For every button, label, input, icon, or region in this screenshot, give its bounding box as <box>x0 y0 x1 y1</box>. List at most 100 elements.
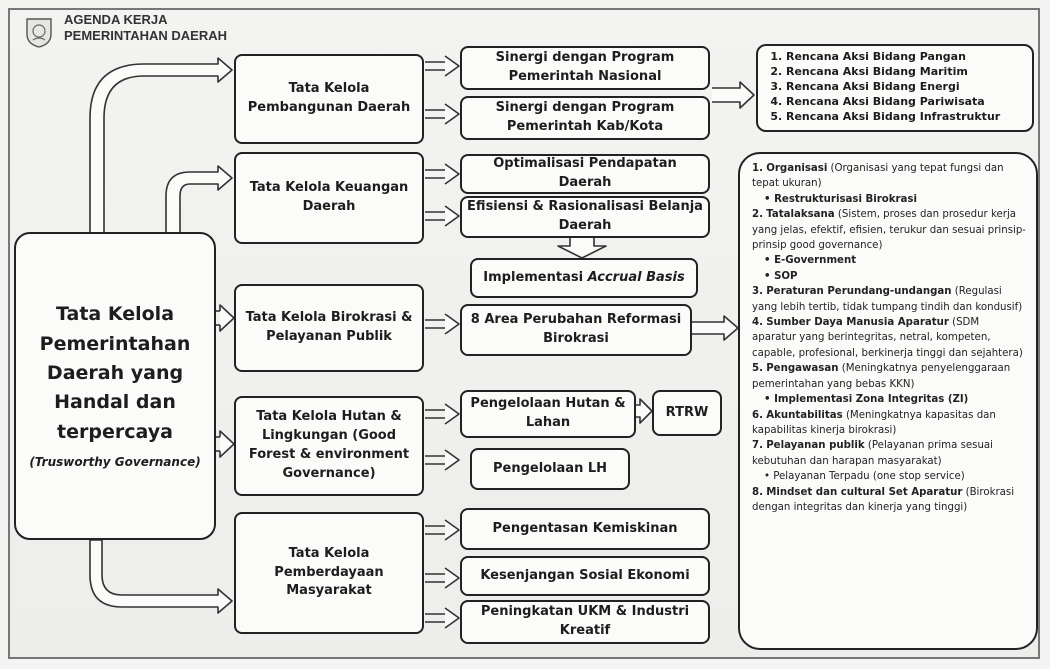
area-number: 4. <box>752 317 763 329</box>
area-title: Tatalaksana <box>766 209 835 221</box>
efisiensi-box: Efisiensi & Rasionalisasi Belanja Daerah <box>460 196 710 238</box>
arrow-down-accrual <box>557 238 607 259</box>
sinergi-kab-label: Sinergi dengan Program Pemerintah Kab/Ko… <box>495 100 675 134</box>
tata-kelola-hutan-box: Tata Kelola Hutan & Lingkungan (Good For… <box>234 396 424 496</box>
lh-box: Pengelolaan LH <box>470 448 630 490</box>
center-goal-box: Tata Kelola Pemerintahan Daerah yang Han… <box>14 232 216 540</box>
area-sub-item: • E-Government <box>764 253 1026 268</box>
reformasi-areas-list: 1. Organisasi (Organisasi yang tepat fun… <box>738 152 1038 650</box>
lh-label: Pengelolaan LH <box>492 460 608 476</box>
kemiskinan-label: Pengentasan Kemiskinan <box>492 520 678 536</box>
reformasi-box: 8 Area Perubahan Reformasi Birokrasi <box>460 304 692 356</box>
area-title: Akuntabilitas <box>766 409 843 421</box>
area-description: (Pelayanan prima sesuai kebutuhan dan ha… <box>752 440 993 467</box>
optimalisasi-label: Optimalisasi Pendapatan Daerah <box>493 156 677 190</box>
reformasi-area-item: 1. Organisasi (Organisasi yang tepat fun… <box>752 161 1026 192</box>
chevron-1a <box>444 55 460 77</box>
arrow-to-areas <box>692 315 739 341</box>
chevron-1b <box>444 103 460 125</box>
rencana-item: Rencana Aksi Bidang Infrastruktur <box>786 109 1022 124</box>
reformasi-area-item: 4. Sumber Daya Manusia Aparatur (SDM apa… <box>752 315 1026 361</box>
area-number: 1. <box>752 163 763 174</box>
rencana-item: Rencana Aksi Bidang Maritim <box>786 64 1022 79</box>
reformasi-area-item: 5. Pengawasan (Meningkatnya penyelenggar… <box>752 361 1026 392</box>
reformasi-area-item: 3. Peraturan Perundang-undangan (Regulas… <box>752 284 1026 315</box>
area-description: (Organisasi yang tepat fungsi dan tepat … <box>752 163 1004 190</box>
chevron-4a <box>444 403 460 425</box>
area-sub-item: • Pelayanan Terpadu (one stop service) <box>764 469 1026 484</box>
area-sub-item: • Restrukturisasi Birokrasi <box>764 192 1026 207</box>
area-description: (Sistem, proses dan prosedur kerja yang … <box>752 209 1026 252</box>
area-description: (Regulasi yang lebih tertib, tidak tumpa… <box>752 286 1023 313</box>
optimalisasi-box: Optimalisasi Pendapatan Daerah <box>460 154 710 194</box>
tata-kelola-keuangan-box: Tata Kelola Keuangan Daerah <box>234 152 424 244</box>
area-number: 7. <box>752 440 763 452</box>
area-sub-item: • SOP <box>764 269 1026 284</box>
curve-arrow-keuangan <box>165 165 233 234</box>
area-title: Sumber Daya Manusia Aparatur <box>766 317 949 329</box>
bullet-icon: • <box>764 394 775 406</box>
rencana-item: Rencana Aksi Bidang Energi <box>786 79 1022 94</box>
accrual-prefix: Implementasi <box>483 269 588 285</box>
chevron-3 <box>444 313 460 335</box>
reformasi-area-item: 7. Pelayanan publik (Pelayanan prima ses… <box>752 438 1026 469</box>
hutan-lahan-label: Pengelolaan Hutan & Lahan <box>470 396 626 430</box>
area-title: Pengawasan <box>766 363 839 375</box>
curve-arrow-pembangunan <box>89 57 233 234</box>
area-sub-item: • Implementasi Zona Integritas (ZI) <box>764 392 1026 407</box>
bullet-icon: • <box>764 471 774 483</box>
area-number: 5. <box>752 363 763 375</box>
center-title: Tata Kelola Pemerintahan Daerah yang Han… <box>39 303 191 443</box>
accrual-italic: Accrual Basis <box>587 269 685 285</box>
chevron-5b <box>444 567 460 589</box>
sinergi-nasional-box: Sinergi dengan Program Pemerintah Nasion… <box>460 46 710 90</box>
area-title: Peraturan Perundang-undangan <box>766 286 952 298</box>
chevron-4b <box>444 449 460 471</box>
tata-kelola-keuangan-label: Tata Kelola Keuangan Daerah <box>249 180 409 214</box>
area-number: 6. <box>752 409 763 421</box>
chevron-5a <box>444 519 460 541</box>
area-number: 2. <box>752 209 763 221</box>
area-number: 8. <box>752 486 763 498</box>
diagram-header: AGENDA KERJA PEMERINTAHAN DAERAH <box>64 12 227 44</box>
header-line2: PEMERINTAHAN DAERAH <box>64 28 227 43</box>
area-description: (Meningkatnya penyelenggaraan pemerintah… <box>752 363 1011 390</box>
kemiskinan-box: Pengentasan Kemiskinan <box>460 508 710 550</box>
ukm-box: Peningkatan UKM & Industri Kreatif <box>460 600 710 644</box>
kesenjangan-label: Kesenjangan Sosial Ekonomi <box>480 567 690 583</box>
tata-kelola-pembangunan-box: Tata Kelola Pembangunan Daerah <box>234 54 424 144</box>
hutan-lahan-box: Pengelolaan Hutan & Lahan <box>460 390 636 438</box>
emblem-icon <box>26 18 52 48</box>
kesenjangan-box: Kesenjangan Sosial Ekonomi <box>460 556 710 596</box>
reformasi-area-item: 2. Tatalaksana (Sistem, proses dan prose… <box>752 207 1026 253</box>
chevron-2b <box>444 205 460 227</box>
tata-kelola-masyarakat-label: Tata Kelola Pemberdayaan Masyarakat <box>274 545 384 599</box>
rencana-item: Rencana Aksi Bidang Pangan <box>786 49 1022 64</box>
chevron-5c <box>444 607 460 629</box>
reformasi-area-item: 6. Akuntabilitas (Meningkatnya kapasitas… <box>752 408 1026 439</box>
header-line1: AGENDA KERJA <box>64 12 168 27</box>
efisiensi-label: Efisiensi & Rasionalisasi Belanja Daerah <box>467 199 703 233</box>
area-sub-label: Pelayanan Terpadu (one stop service) <box>773 471 965 483</box>
reformasi-label: 8 Area Perubahan Reformasi Birokrasi <box>470 312 682 346</box>
tata-kelola-birokrasi-box: Tata Kelola Birokrasi & Pelayanan Publik <box>234 284 424 372</box>
arrow-hutan <box>219 430 235 458</box>
accrual-box: Implementasi Accrual Basis <box>470 258 698 298</box>
bullet-icon: • <box>764 193 775 205</box>
sinergi-nasional-label: Sinergi dengan Program Pemerintah Nasion… <box>495 50 675 84</box>
reformasi-area-item: 8. Mindset dan cultural Set Aparatur (Bi… <box>752 485 1026 516</box>
tata-kelola-pembangunan-label: Tata Kelola Pembangunan Daerah <box>247 81 411 115</box>
arrow-to-rencana <box>712 81 755 109</box>
center-subtitle: (Trusworthy Governance) <box>29 455 201 470</box>
bullet-icon: • <box>764 255 775 267</box>
tata-kelola-masyarakat-box: Tata Kelola Pemberdayaan Masyarakat <box>234 512 424 634</box>
area-sub-label: Implementasi Zona Integritas (ZI) <box>774 394 969 406</box>
rencana-aksi-list: Rencana Aksi Bidang Pangan Rencana Aksi … <box>756 44 1034 132</box>
chevron-2a <box>444 163 460 185</box>
sinergi-kab-box: Sinergi dengan Program Pemerintah Kab/Ko… <box>460 96 710 140</box>
area-title: Organisasi <box>766 163 828 174</box>
tata-kelola-hutan-label: Tata Kelola Hutan & Lingkungan (Good For… <box>248 409 410 481</box>
area-title: Pelayanan publik <box>766 440 865 452</box>
area-sub-label: Restrukturisasi Birokrasi <box>774 193 917 205</box>
